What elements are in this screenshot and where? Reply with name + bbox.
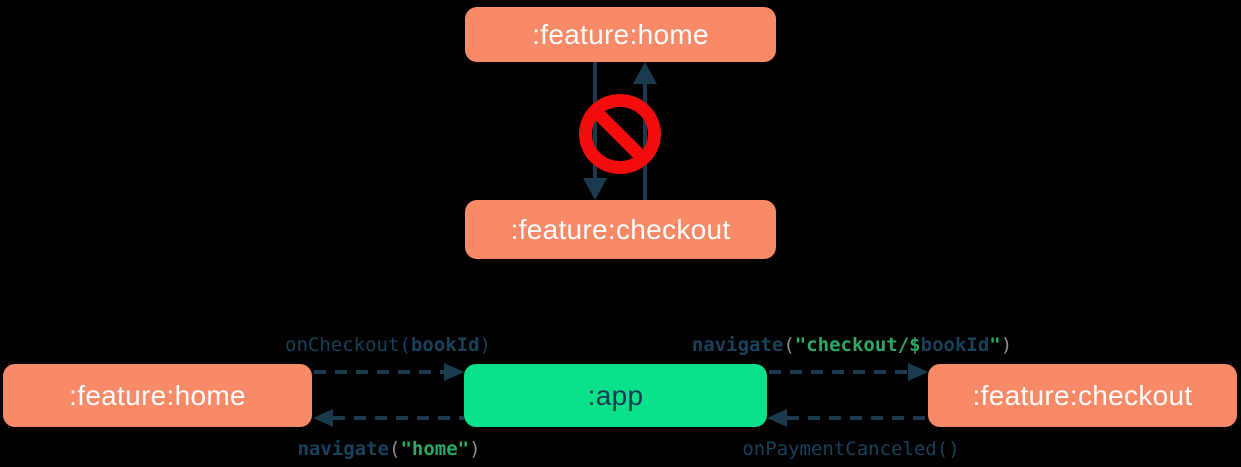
node-app: :app [464, 364, 767, 427]
edge-label-navigate-home: navigate("home") [297, 439, 480, 459]
arrowhead-right-icon [444, 363, 464, 381]
code-token: () [936, 438, 960, 460]
node-label: :app [587, 379, 644, 411]
code-token: ) [479, 334, 491, 356]
edge-checkout-to-app [787, 416, 928, 420]
node-label: :feature:home [532, 18, 709, 50]
code-token: "home" [400, 438, 470, 460]
code-token: ( [399, 334, 411, 356]
node-feature-home-top: :feature:home [465, 7, 776, 62]
node-label: :feature:checkout [972, 379, 1193, 411]
node-feature-checkout-top: :feature:checkout [465, 200, 776, 259]
edge-label-navigate-checkout: navigate("checkout/$bookId") [692, 335, 1012, 355]
arrowhead-left-icon [313, 409, 333, 427]
arrowhead-up-icon [633, 62, 657, 84]
edge-app-to-checkout [769, 370, 908, 374]
node-feature-checkout: :feature:checkout [928, 364, 1237, 427]
code-token: bookId [920, 334, 990, 356]
node-label: :feature:home [69, 379, 246, 411]
code-token: ) [1000, 334, 1013, 356]
arrowhead-left-icon [767, 409, 787, 427]
code-token: "checkout/$ [794, 334, 921, 356]
code-token: navigate [297, 438, 389, 460]
code-token: ( [783, 334, 795, 356]
code-token: bookId [410, 334, 480, 356]
no-entry-icon [579, 94, 661, 174]
edge-label-oncheckout: onCheckout(bookId) [285, 335, 491, 355]
code-token: navigate [691, 334, 784, 356]
arrowhead-right-icon [908, 363, 928, 381]
edge-label-onpaymentcanceled: onPaymentCanceled() [742, 439, 959, 459]
arrowhead-down-icon [583, 178, 607, 200]
code-token: onCheckout [285, 334, 400, 356]
edge-home-to-app [314, 370, 444, 374]
node-label: :feature:checkout [510, 213, 731, 245]
code-token: " [989, 334, 1001, 356]
edge-app-to-home [333, 416, 464, 420]
code-token: onPaymentCanceled [742, 438, 937, 460]
no-entry-slash [593, 108, 645, 161]
code-token: ) [469, 438, 481, 460]
code-token: ( [388, 438, 401, 460]
node-feature-home: :feature:home [3, 364, 312, 427]
